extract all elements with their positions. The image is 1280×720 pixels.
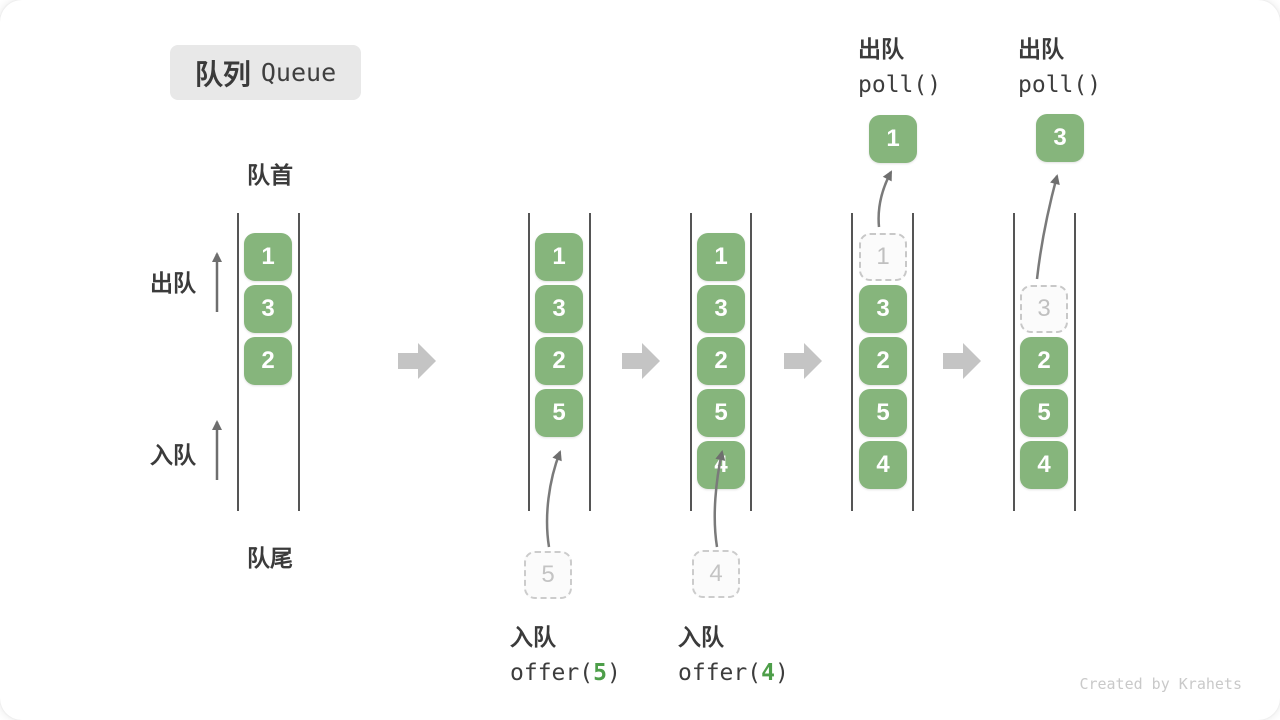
q3-cell: 4 — [697, 441, 745, 489]
queue3-left-wall — [690, 213, 692, 511]
q3-cell: 2 — [697, 337, 745, 385]
staged-cell-4: 4 — [692, 550, 740, 598]
q3-cell: 3 — [697, 285, 745, 333]
offer-operation-5: 入队 offer(5) — [510, 618, 621, 686]
poll-2-label: 出队 — [1018, 36, 1064, 62]
offer-4-label: 入队 — [678, 624, 724, 650]
q2-cell: 5 — [535, 389, 583, 437]
poll-1-label: 出队 — [858, 36, 904, 62]
q3-cell: 1 — [697, 233, 745, 281]
queue2-right-wall — [589, 213, 591, 511]
offer-5-code: offer(5) — [510, 660, 621, 686]
popped-cell-3: 3 — [1036, 114, 1084, 162]
flow-arrow-1-icon — [398, 343, 436, 379]
offer-4-code: offer(4) — [678, 660, 789, 686]
staged-cell-5: 5 — [524, 551, 572, 599]
queue2-left-wall — [528, 213, 530, 511]
q2-cell: 1 — [535, 233, 583, 281]
poll-1-code: poll() — [858, 72, 942, 98]
queue5-left-wall — [1013, 213, 1015, 511]
poll-operation-1: 出队 poll() — [858, 30, 941, 98]
popped-cell-1: 1 — [869, 115, 917, 163]
poll-operation-2: 出队 poll() — [1018, 30, 1101, 98]
dequeue-arrow-3-icon — [1035, 174, 1060, 280]
q4-cell: 2 — [859, 337, 907, 385]
flow-arrow-4-icon — [943, 343, 981, 379]
q2-cell: 2 — [535, 337, 583, 385]
title-box: 队列 Queue — [170, 45, 361, 100]
q5-cell: 5 — [1020, 389, 1068, 437]
enqueue-arrow-5-icon — [545, 450, 562, 548]
q4-cell: 4 — [859, 441, 907, 489]
offer-operation-4: 入队 offer(4) — [678, 618, 789, 686]
flow-arrow-3-icon — [784, 343, 822, 379]
dequeue-arrow-1-icon — [877, 170, 893, 228]
q5-cell-removed: 3 — [1020, 285, 1068, 333]
q1-cell: 2 — [244, 337, 292, 385]
queue-rear-label: 队尾 — [247, 545, 293, 571]
dequeue-direction-label: 出队 — [150, 270, 196, 296]
title-en: Queue — [260, 58, 337, 87]
queue5-right-wall — [1074, 213, 1076, 511]
offer-5-label: 入队 — [510, 624, 556, 650]
q4-cell: 3 — [859, 285, 907, 333]
watermark: Created by Krahets — [1079, 675, 1242, 693]
q4-cell: 5 — [859, 389, 907, 437]
q4-cell-removed: 1 — [859, 233, 907, 281]
flow-arrow-2-icon — [622, 343, 660, 379]
q2-cell: 3 — [535, 285, 583, 333]
queue4-right-wall — [912, 213, 914, 511]
poll-2-code: poll() — [1018, 72, 1102, 98]
q1-cell: 1 — [244, 233, 292, 281]
queue4-left-wall — [851, 213, 853, 511]
q3-cell: 5 — [697, 389, 745, 437]
q1-cell: 3 — [244, 285, 292, 333]
enqueue-direction-label: 入队 — [150, 442, 196, 468]
q5-cell: 2 — [1020, 337, 1068, 385]
title-zh: 队列 — [194, 58, 251, 90]
queue1-left-wall — [237, 213, 239, 511]
queue1-right-wall — [298, 213, 300, 511]
queue3-right-wall — [750, 213, 752, 511]
q5-cell: 4 — [1020, 441, 1068, 489]
queue-front-label: 队首 — [247, 162, 293, 188]
